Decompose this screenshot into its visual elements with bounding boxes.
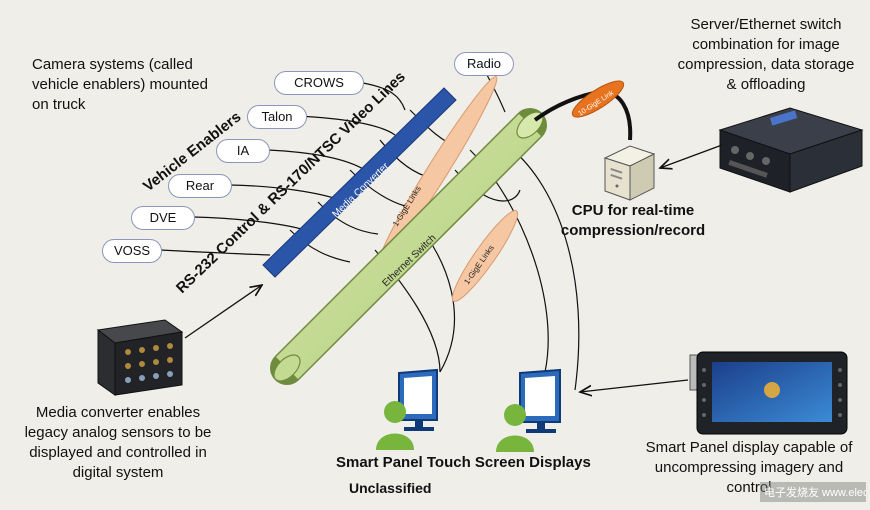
media-converter-caption-line: digital system [72, 464, 164, 481]
watermark: 电子发烧友 www.elecfans.com [760, 482, 866, 502]
media-converter-caption-line: legacy analog sensors to be [24, 424, 212, 441]
display-station-left [376, 368, 438, 450]
server-caption: Server/Ethernet switch combination for i… [668, 15, 864, 95]
smart-panel-caption-line: control [726, 479, 772, 496]
enabler-rear: Rear [168, 174, 232, 198]
server-caption-line: Server/Ethernet switch [690, 16, 842, 33]
media-converter-caption-line: displayed and controlled in [29, 444, 207, 461]
server-caption-line: compression, data storage [677, 56, 855, 73]
displays-title: Smart Panel Touch Screen Displays [336, 454, 591, 471]
display-station-right [496, 368, 561, 452]
radio-pill: Radio [454, 52, 514, 76]
gige-link-oval-lower [451, 210, 519, 302]
smart-panel-caption-line: Smart Panel display capable of [645, 439, 853, 456]
enabler-talon: Talon [247, 105, 307, 129]
camera-caption-line: vehicle enablers) mounted [32, 76, 208, 93]
enabler-crows: CROWS [274, 71, 364, 95]
server-caption-line: & offloading [726, 76, 806, 93]
camera-caption-line: on truck [32, 96, 86, 113]
media-converter-bar [262, 87, 457, 278]
enabler-ia: IA [216, 139, 270, 163]
cpu-caption-line: compression/record [560, 222, 706, 239]
camera-caption-line: Camera systems (called [32, 56, 193, 73]
cpu-tower [603, 145, 656, 201]
radio-cable [486, 74, 506, 113]
annotation-arrows [184, 144, 723, 392]
media-converter-caption: Media converter enables legacy analog se… [12, 403, 224, 483]
enabler-dve: DVE [131, 206, 195, 230]
media-converter-device [96, 319, 184, 396]
smart-panel-tablet [689, 351, 848, 435]
ten-gige-link-oval [571, 80, 625, 118]
server-box [718, 107, 864, 193]
classification-label: Unclassified [349, 480, 432, 496]
media-converter-caption-line: Media converter enables [35, 404, 201, 421]
smart-panel-caption: Smart Panel display capable of uncompres… [636, 438, 862, 498]
cpu-caption-line: CPU for real-time [571, 202, 695, 219]
enabler-voss: VOSS [102, 239, 162, 263]
smart-panel-caption-line: uncompressing imagery and [654, 459, 844, 476]
camera-caption: Camera systems (called vehicle enablers)… [32, 55, 208, 115]
server-caption-line: combination for image [692, 36, 840, 53]
cpu-caption: CPU for real-time compression/record [548, 201, 718, 241]
